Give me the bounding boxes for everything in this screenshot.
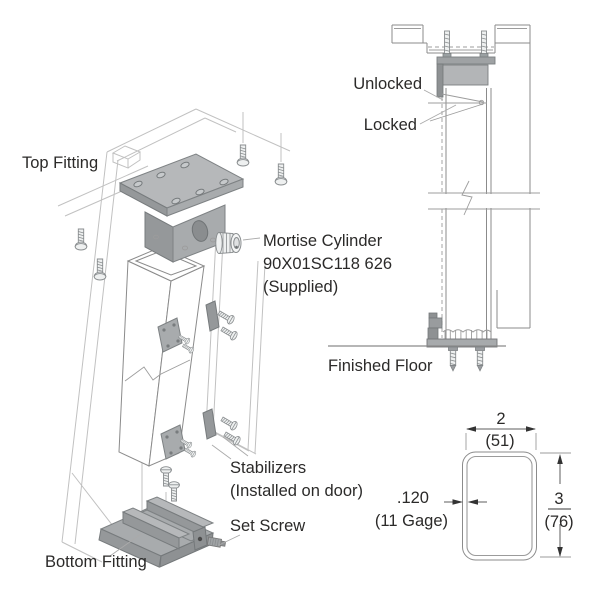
cross-section-dimension — [444, 426, 571, 561]
label-locked: Locked — [364, 116, 417, 134]
dim-height-in: 3 — [554, 490, 563, 508]
screw-icon — [74, 228, 88, 251]
label-set-screw: Set Screw — [230, 517, 305, 535]
dim-height-mm: (76) — [544, 513, 573, 531]
flange-holes — [133, 161, 229, 205]
screw-icon — [93, 258, 107, 281]
dim-width-in: 2 — [496, 410, 505, 428]
dim-wall-thickness: .120 — [397, 489, 429, 507]
door-tube — [118, 246, 206, 467]
label-bottom-fitting: Bottom Fitting — [45, 553, 147, 571]
dim-width-mm: (51) — [485, 432, 514, 450]
stabilizer-screw-icon — [219, 324, 239, 342]
label-mortise-cylinder-line1: Mortise Cylinder — [263, 232, 383, 250]
floor-assembly — [328, 312, 506, 372]
header-stud-icon — [442, 30, 452, 61]
tube-outer-wall — [462, 451, 537, 561]
stabilizer-screw-icon — [216, 308, 236, 326]
stabilizer-upper — [157, 300, 239, 355]
dim-wall-gage: (11 Gage) — [375, 512, 448, 530]
leader-lines — [109, 237, 261, 557]
top-fitting-section — [436, 56, 496, 98]
stabilizer-lower — [160, 408, 242, 460]
floor-anchor-icon — [475, 346, 485, 372]
floor-anchor-icon — [448, 346, 458, 372]
section-view — [328, 24, 541, 372]
tube-inner-wall — [466, 455, 533, 557]
label-finished-floor: Finished Floor — [328, 357, 433, 375]
label-stabilizers-line2: (Installed on door) — [230, 482, 363, 500]
label-top-fitting: Top Fitting — [22, 154, 98, 172]
header-stud-icon — [479, 30, 489, 61]
bottom-fitting — [98, 496, 215, 568]
door-tube-section — [441, 43, 531, 342]
label-mortise-cylinder-line3: (Supplied) — [263, 278, 338, 296]
label-stabilizers-line1: Stabilizers — [230, 459, 306, 477]
label-unlocked: Unlocked — [353, 75, 422, 93]
top-fitting — [118, 153, 245, 263]
screw-icon — [274, 163, 288, 186]
screw-icon — [168, 481, 180, 502]
stabilizer-stub-screw-icon — [183, 446, 198, 459]
mortise-cylinder — [215, 232, 242, 254]
section-break — [427, 180, 541, 216]
set-screw — [206, 536, 227, 548]
label-mortise-cylinder-line2: 90X01SC118 626 — [263, 255, 392, 273]
screw-icon — [236, 144, 250, 167]
bolt-position-indicator — [419, 89, 487, 125]
header-track — [391, 24, 531, 61]
stabilizer-screw-icon — [219, 414, 239, 432]
